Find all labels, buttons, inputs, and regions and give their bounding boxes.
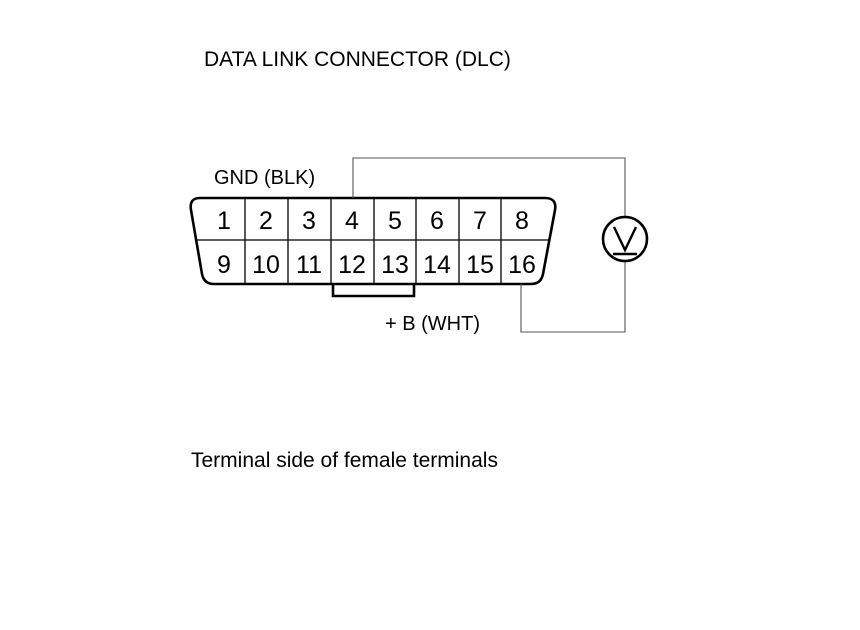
pins-top-row: 1 2 3 4 5 6 7 8 <box>217 207 529 235</box>
pin-16: 16 <box>508 251 536 279</box>
pin-6: 6 <box>430 207 444 235</box>
pin-11: 11 <box>296 251 322 279</box>
pin-15: 15 <box>466 251 494 279</box>
gnd-label: GND (BLK) <box>214 167 315 189</box>
connector-column-dividers <box>244 198 502 284</box>
diagram-title: DATA LINK CONNECTOR (DLC) <box>204 48 511 71</box>
connector-key-tab <box>331 284 416 298</box>
bplus-wire <box>520 261 626 333</box>
pin-9: 9 <box>217 251 231 279</box>
pins-bottom-row: 9 10 11 12 13 14 15 16 <box>217 251 536 279</box>
diagram-caption: Terminal side of female terminals <box>191 449 498 472</box>
pin-5: 5 <box>388 207 402 235</box>
connector-outline <box>189 196 557 286</box>
pin-10: 10 <box>252 251 280 279</box>
pin-1: 1 <box>217 207 231 235</box>
voltmeter-icon <box>601 215 649 263</box>
pin-3: 3 <box>302 207 316 235</box>
pin-12: 12 <box>338 251 366 279</box>
pin-7: 7 <box>473 207 487 235</box>
pin-8: 8 <box>515 207 529 235</box>
bplus-label: + B (WHT) <box>385 313 480 335</box>
pin-2: 2 <box>259 207 273 235</box>
pin-14: 14 <box>423 251 451 279</box>
pin-4: 4 <box>345 207 359 235</box>
gnd-wire <box>352 157 626 217</box>
pin-13: 13 <box>381 251 409 279</box>
